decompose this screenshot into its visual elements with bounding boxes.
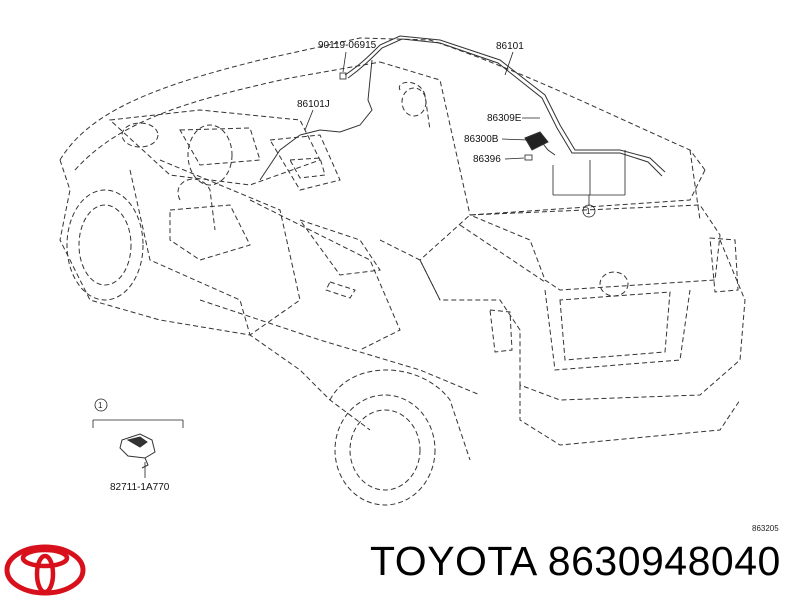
- part-label-86396: 86396: [473, 154, 501, 165]
- brand-name: TOYOTA: [370, 538, 538, 584]
- callout-number: 1: [586, 207, 591, 216]
- part-label-86300b: 86300B: [464, 134, 499, 145]
- part-label-86101j: 86101J: [297, 99, 330, 110]
- logo-top-ring: [20, 547, 70, 569]
- detail-inset: 1 82711-1A770: [92, 398, 184, 493]
- part-label-90119-06915: 90119-06915: [318, 40, 377, 51]
- part-label-86101: 86101: [496, 41, 524, 52]
- detail-part-label: 82711-1A770: [110, 482, 170, 493]
- part-label-86309e: 86309E: [487, 113, 522, 124]
- diagram-code: 863205: [752, 524, 779, 533]
- logo-center-ring: [34, 553, 56, 595]
- leader-lines: [304, 51, 626, 206]
- brand-part-number: 8630948040: [547, 538, 781, 584]
- detail-callout-number: 1: [98, 401, 103, 410]
- car-outline: [59, 37, 746, 506]
- antenna-wire: [259, 35, 666, 181]
- toyota-logo: [4, 544, 86, 596]
- callout-circle: [582, 204, 596, 218]
